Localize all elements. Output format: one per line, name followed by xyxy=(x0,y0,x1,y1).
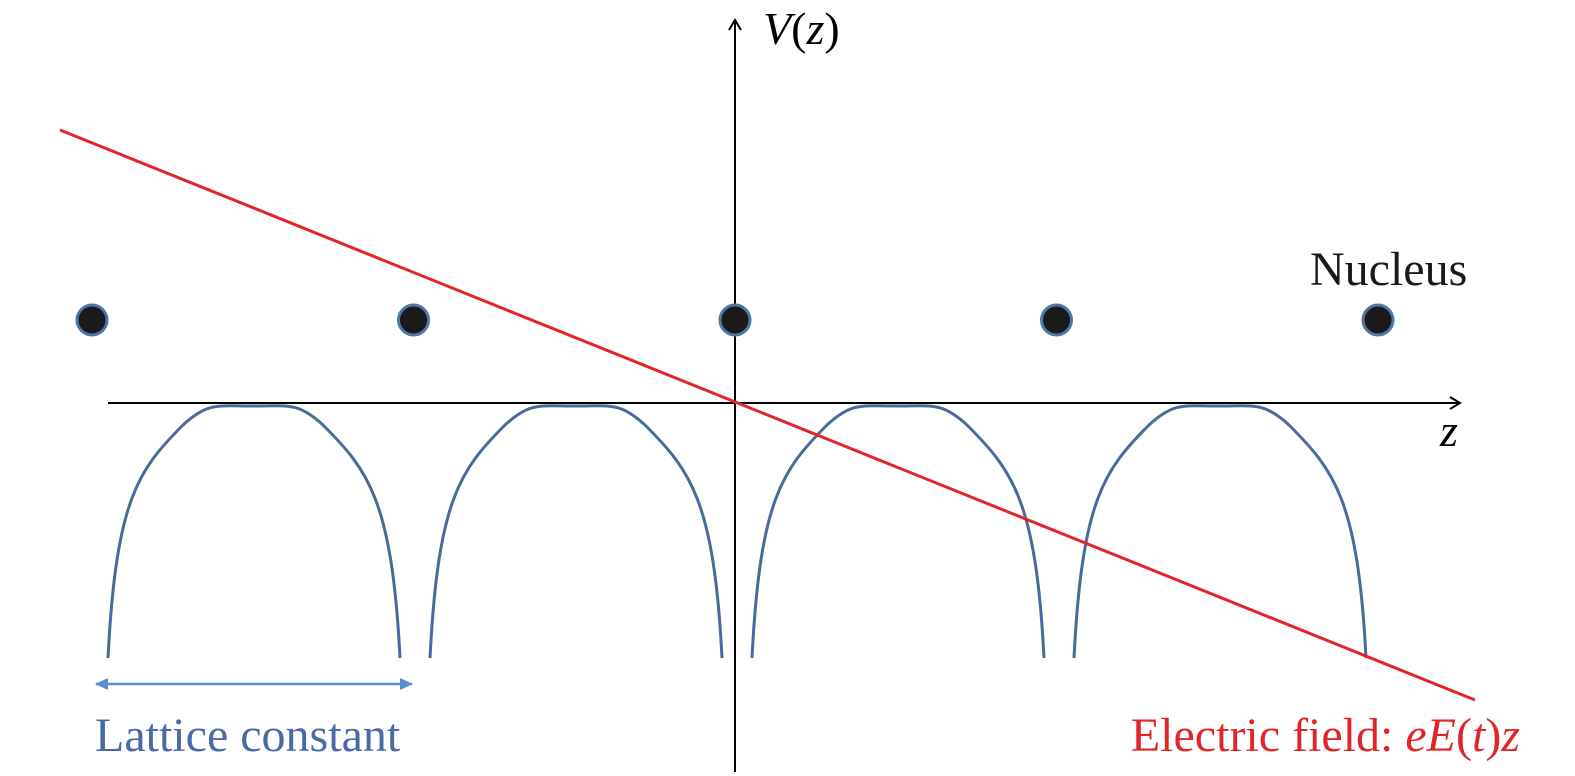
electric-field-label: Electric field: eE(t)z xyxy=(1130,709,1520,762)
potential-well xyxy=(750,404,1046,659)
potential-well xyxy=(428,404,724,659)
nucleus xyxy=(718,303,752,337)
nucleus xyxy=(1361,303,1395,337)
potential-well xyxy=(1072,404,1368,659)
nucleus xyxy=(1040,303,1073,337)
nuclei xyxy=(75,303,1395,337)
nucleus xyxy=(397,303,430,337)
v-axis-label: V(z) xyxy=(763,3,840,54)
lattice-constant-label: Lattice constant xyxy=(95,709,401,762)
nucleus-label: Nucleus xyxy=(1310,243,1468,296)
potential-wells xyxy=(106,404,1368,659)
potential-well xyxy=(106,404,402,659)
z-axis-label: z xyxy=(1440,405,1458,456)
electric-field-line xyxy=(59,128,1476,702)
nucleus xyxy=(75,303,109,337)
